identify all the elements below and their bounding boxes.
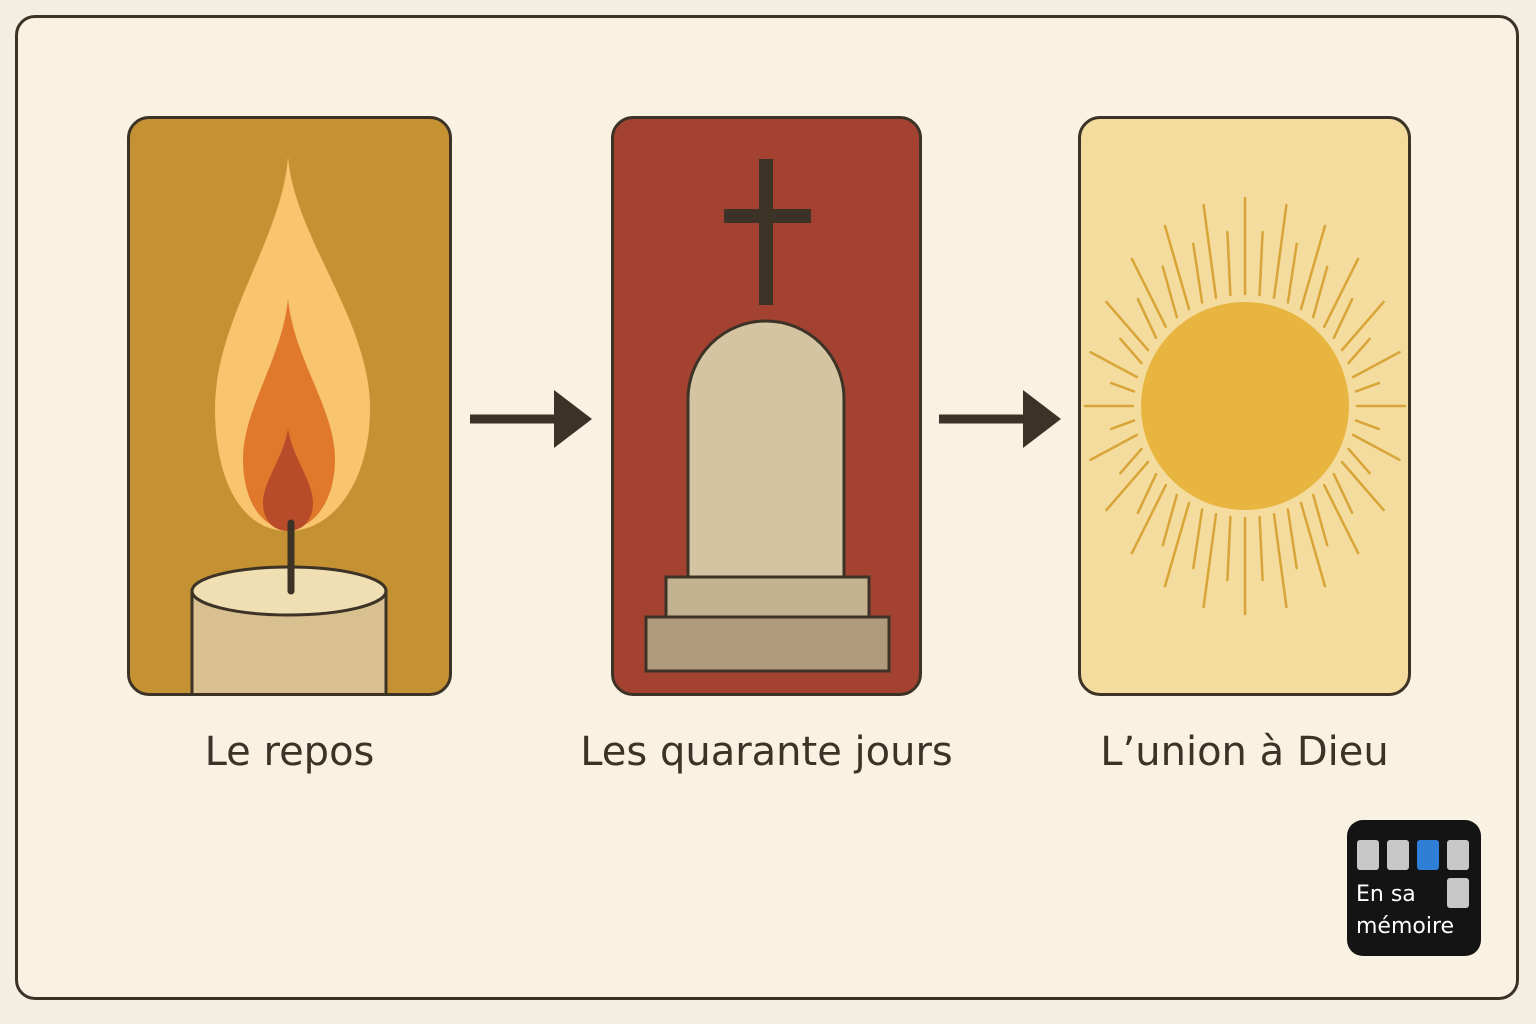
arrow-right-icon [939,390,1061,448]
sun-ray [1286,508,1298,570]
logo-square [1357,840,1379,870]
card-repos [127,116,452,696]
sun-ray [1130,483,1168,555]
sun-ray [1351,350,1401,379]
sun-ray [1202,203,1218,300]
tombstone-icon [644,159,891,673]
sun-ray [1347,447,1371,475]
sun-ray [1136,472,1158,515]
sun-ray [1226,230,1232,297]
logo-square [1447,840,1469,870]
sun-ray [1299,501,1327,588]
sun-ray [1192,242,1204,304]
sun-ray [1332,472,1354,515]
sun-ray [1340,300,1385,352]
sun-ray [1119,447,1143,475]
sun-ray [1311,265,1329,319]
sun-ray [1163,501,1191,588]
sun-ray [1351,433,1401,462]
sun-ray [1272,512,1288,609]
card-union-a-dieu [1078,116,1411,696]
sun-ray [1286,242,1298,304]
sun-ray [1105,300,1150,352]
step-label-quarante-jours: Les quarante jours [580,729,953,775]
sun-ray [1161,493,1179,547]
sun-ray [1258,515,1264,582]
sun-ray [1299,224,1327,311]
sun-ray [1163,224,1191,311]
sun-ray [1089,350,1139,379]
logo-square [1387,840,1409,870]
sun-ray [1226,515,1232,582]
sun-ray [1354,381,1381,393]
sun-ray [1089,433,1139,462]
sun-ray [1130,257,1168,329]
sun-ray [1119,337,1143,365]
sun-ray [1161,265,1179,319]
sun-ray [1192,508,1204,570]
sun-ray [1340,460,1385,512]
arrow-right-icon [470,390,592,448]
sun-ray [1311,493,1329,547]
sun-ray [1347,337,1371,365]
step-label-repos: Le repos [204,729,375,775]
sun-ray [1322,257,1360,329]
sun-ray [1272,203,1288,300]
sun-ray [1105,460,1150,512]
candle-icon [190,157,388,693]
sun-ray [1258,230,1264,297]
sun-icon [1083,196,1407,616]
sun-ray [1332,297,1354,340]
sun-ray [1322,483,1360,555]
step-label-union-a-dieu: L’union à Dieu [1100,729,1389,775]
logo-badge: En sa mémoire [1347,820,1481,956]
sun-ray [1109,419,1136,431]
sun-ray [1354,419,1381,431]
sun-ray [1202,512,1218,609]
logo-square-accent [1417,840,1439,870]
card-quarante-jours [611,116,922,696]
logo-text-line1: En sa [1356,882,1416,907]
sun-ray [1109,381,1136,393]
cross-icon [724,159,811,305]
logo-square [1447,878,1469,908]
logo-text-line2: mémoire [1356,914,1455,939]
sun-ray [1136,297,1158,340]
